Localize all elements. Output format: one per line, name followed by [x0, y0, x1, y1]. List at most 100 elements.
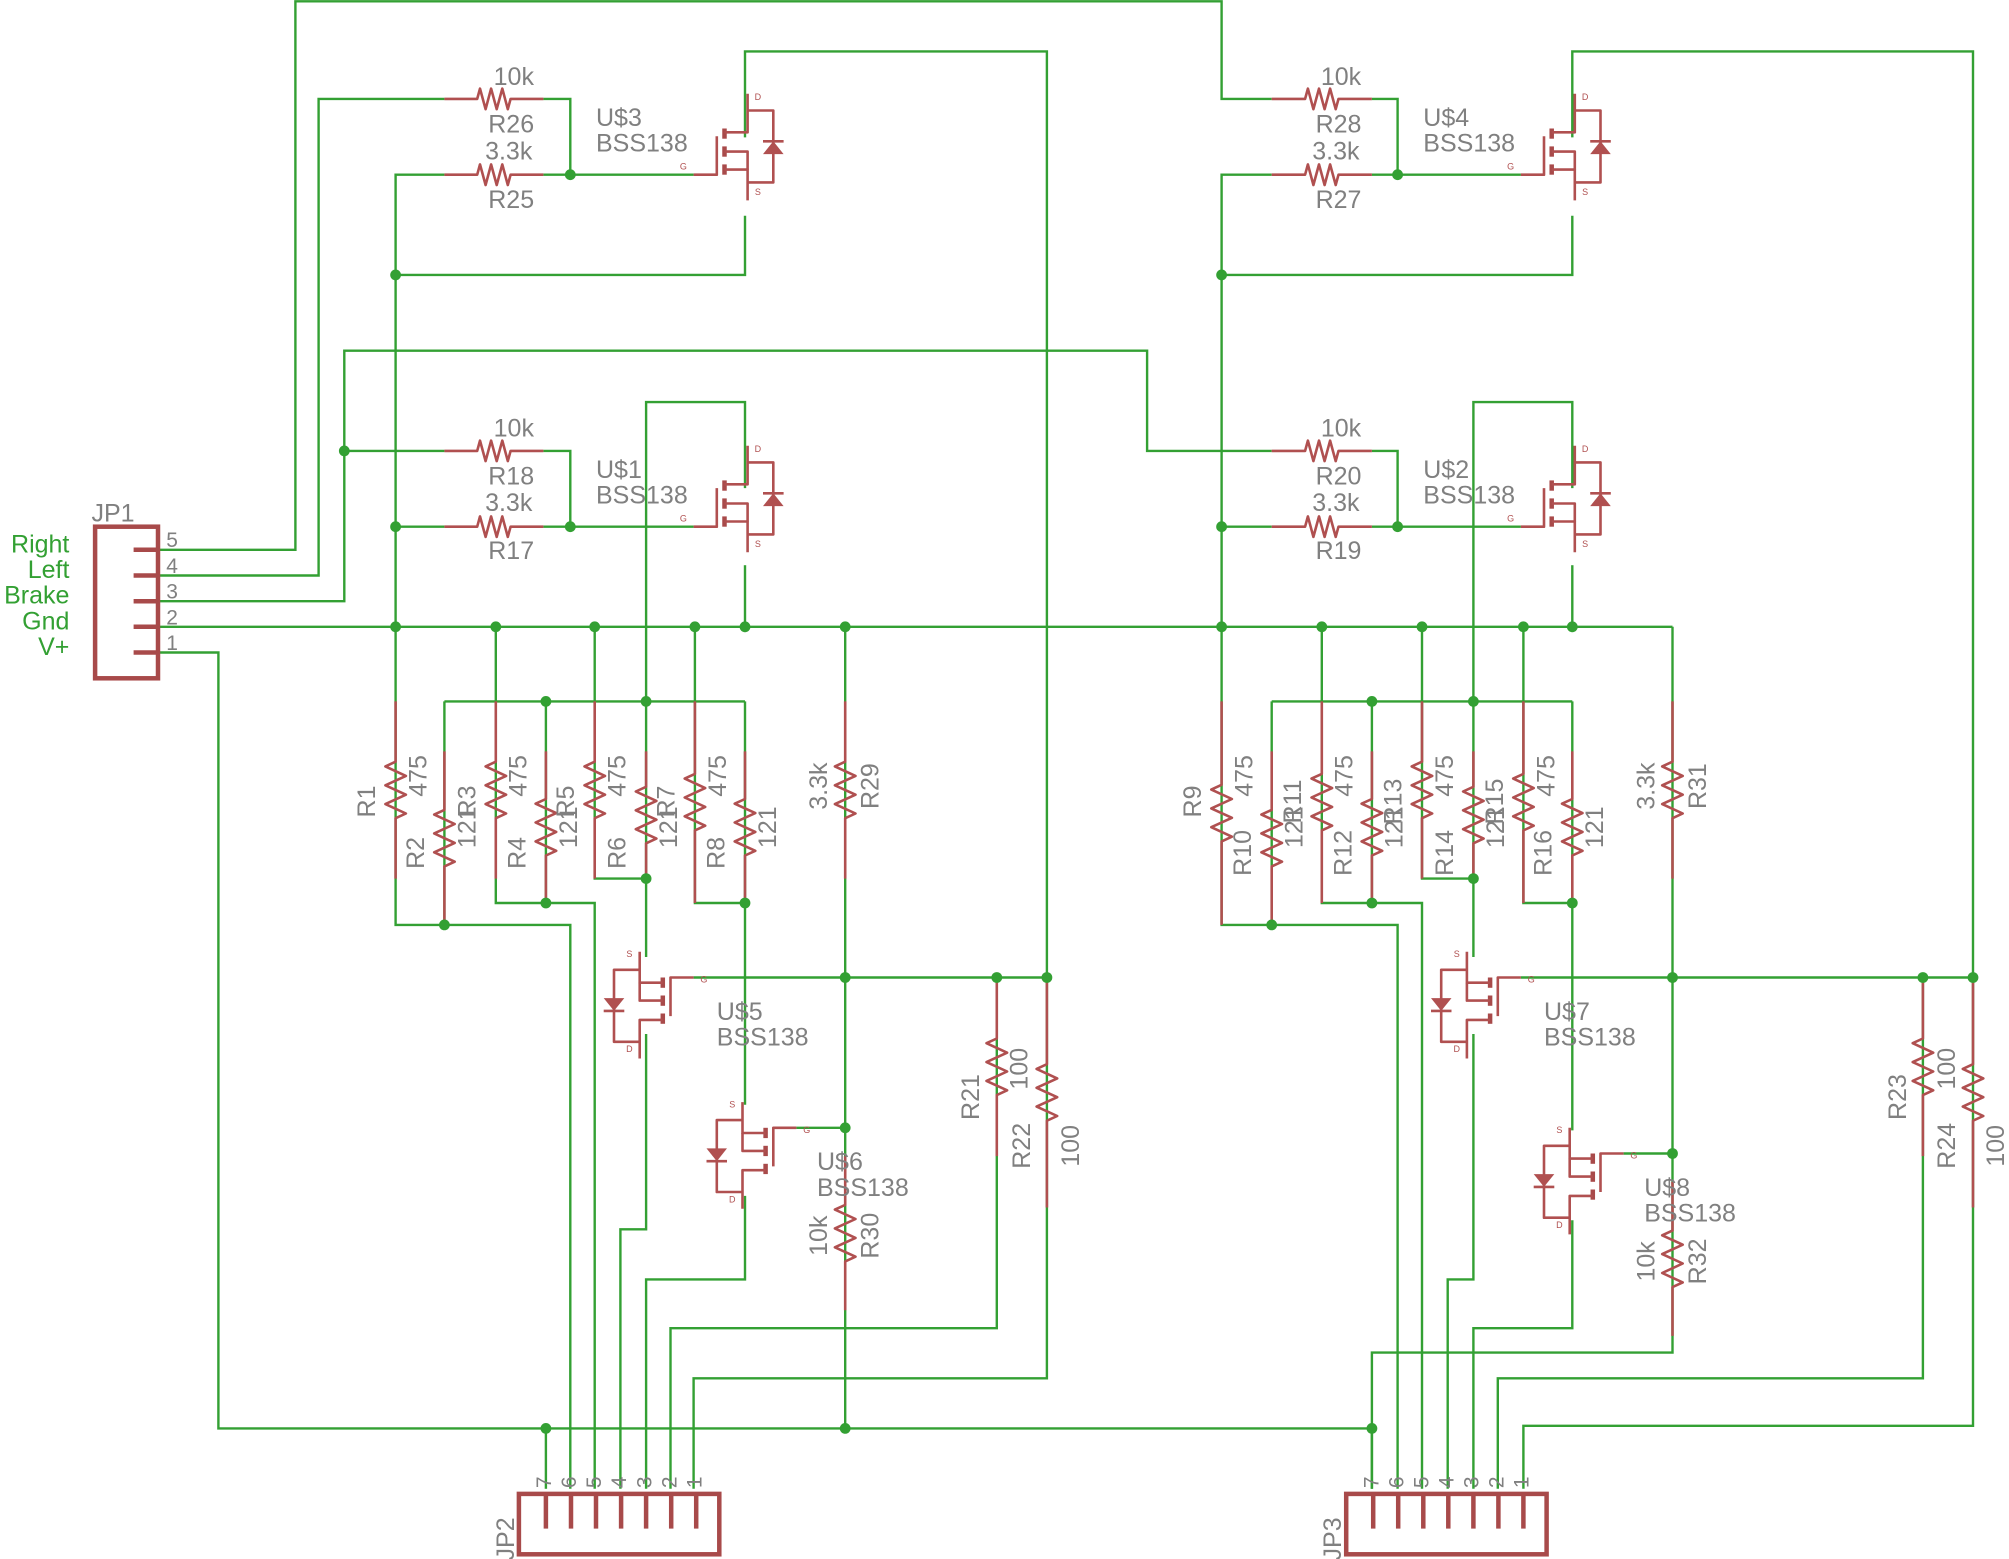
junction-dot — [1518, 621, 1529, 633]
junction-dot — [839, 621, 851, 633]
resistor-value: 100 — [1057, 1125, 1085, 1167]
connector-pin-number: 3 — [166, 581, 178, 604]
resistor-value: 475 — [1431, 755, 1459, 797]
resistor-zigzag — [583, 701, 607, 879]
resistor-r10 — [1260, 751, 1284, 925]
resistor-value: 475 — [1331, 755, 1359, 797]
resistor-value: 475 — [505, 755, 533, 797]
wire — [1371, 97, 1521, 176]
resistor-name: R28 — [1316, 110, 1362, 138]
junction-dot — [1316, 621, 1328, 633]
pin-letter: S — [1454, 949, 1460, 959]
junction-dot — [1392, 169, 1403, 181]
resistor-name: R1 — [353, 786, 381, 818]
junction-dot — [640, 696, 652, 707]
resistor-name: R2 — [402, 837, 430, 869]
resistor-value: 121 — [1581, 806, 1609, 848]
junction-dot — [1468, 873, 1479, 884]
pin-letter: D — [1582, 92, 1589, 102]
mosfet-part: BSS138 — [817, 1174, 909, 1202]
resistor-zigzag — [1560, 751, 1584, 903]
resistor-value: 100 — [1933, 1048, 1961, 1090]
pin-letter: D — [1453, 1044, 1460, 1054]
resistor-name: R16 — [1530, 830, 1558, 876]
pin-letter: D — [755, 92, 762, 102]
wire — [1446, 1034, 1475, 1489]
junction-dot — [390, 621, 401, 633]
resistor-zigzag — [1210, 701, 1234, 925]
pin-letter: G — [1507, 162, 1514, 172]
resistor-zigzag — [1271, 163, 1372, 187]
junction-dot — [564, 521, 576, 533]
junction-dot — [689, 621, 701, 633]
resistor-value: 121 — [1381, 806, 1409, 848]
resistor-zigzag — [733, 751, 757, 903]
resistor-r3 — [484, 701, 508, 879]
connector-pin-number: 6 — [1385, 1476, 1408, 1488]
resistor-name: R14 — [1431, 830, 1459, 876]
mosfet-part: BSS138 — [1644, 1200, 1736, 1228]
resistor-r6 — [634, 751, 658, 879]
resistor-name: R19 — [1316, 537, 1362, 565]
resistor-name: R22 — [1008, 1123, 1036, 1169]
resistor-r5 — [583, 701, 607, 879]
pin-letter: D — [626, 1044, 633, 1054]
resistor-zigzag — [444, 87, 544, 111]
wire — [644, 1195, 747, 1489]
junction-dot — [1566, 897, 1578, 909]
resistor-name: R4 — [503, 837, 531, 869]
wire — [1472, 1220, 1574, 1489]
resistor-zigzag — [1911, 977, 1935, 1157]
resistor-r2 — [432, 751, 457, 925]
wire — [158, 97, 445, 577]
connector-name: JP3 — [1319, 1517, 1347, 1559]
resistor-r31 — [1660, 701, 1684, 879]
mosfet-u4 — [1520, 93, 1611, 201]
resistor-r14 — [1461, 751, 1485, 879]
resistor-value: 10k — [1321, 63, 1362, 91]
junction-dot — [1216, 521, 1227, 533]
resistor-r24 — [1961, 977, 1985, 1208]
resistor-name: R29 — [857, 763, 885, 809]
pin-letter: G — [700, 975, 707, 985]
resistor-zigzag — [444, 163, 544, 187]
connector-jp2 — [516, 1491, 722, 1557]
junction-dot — [1366, 1423, 1378, 1434]
resistor-value: 100 — [1006, 1048, 1034, 1090]
net-label: Brake — [4, 582, 69, 610]
resistor-zigzag — [1271, 87, 1372, 111]
pin-letter: S — [729, 1099, 735, 1109]
resistor-value: 3.3k — [805, 762, 833, 810]
connector-name: JP1 — [91, 500, 134, 528]
resistor-value: 10k — [494, 63, 535, 91]
resistor-name: R20 — [1316, 462, 1362, 490]
pin-letter: S — [1556, 1125, 1562, 1135]
mosfet-u2 — [1520, 445, 1611, 553]
resistor-zigzag — [1310, 701, 1334, 903]
junctions — [338, 169, 1979, 1434]
junction-dot — [1667, 972, 1678, 983]
pin-letter: G — [680, 514, 687, 524]
resistor-r19 — [1271, 515, 1372, 539]
resistor-zigzag — [1271, 439, 1372, 463]
mosfet-u8 — [1533, 1127, 1624, 1235]
connector-pin-number: 5 — [166, 529, 178, 552]
resistor-name: R32 — [1684, 1238, 1712, 1284]
mosfet-name: U$5 — [717, 998, 763, 1026]
resistor-value: 121 — [655, 806, 683, 848]
pin-letter: S — [755, 187, 761, 197]
resistor-r27 — [1271, 163, 1372, 187]
resistor-zigzag — [1035, 977, 1059, 1208]
resistor-name: R30 — [857, 1213, 885, 1259]
pin-letter: S — [626, 949, 632, 959]
resistor-value: 475 — [704, 755, 732, 797]
junction-dot — [1366, 696, 1378, 707]
resistor-value: 3.3k — [1312, 137, 1360, 165]
resistor-zigzag — [1260, 751, 1284, 925]
resistor-value: 475 — [1532, 755, 1560, 797]
junction-dot — [1917, 972, 1929, 983]
junction-dot — [540, 897, 552, 909]
connector-pin-number: 3 — [1461, 1476, 1484, 1488]
resistor-value: 121 — [1482, 806, 1510, 848]
resistor-value: 475 — [1230, 755, 1258, 797]
